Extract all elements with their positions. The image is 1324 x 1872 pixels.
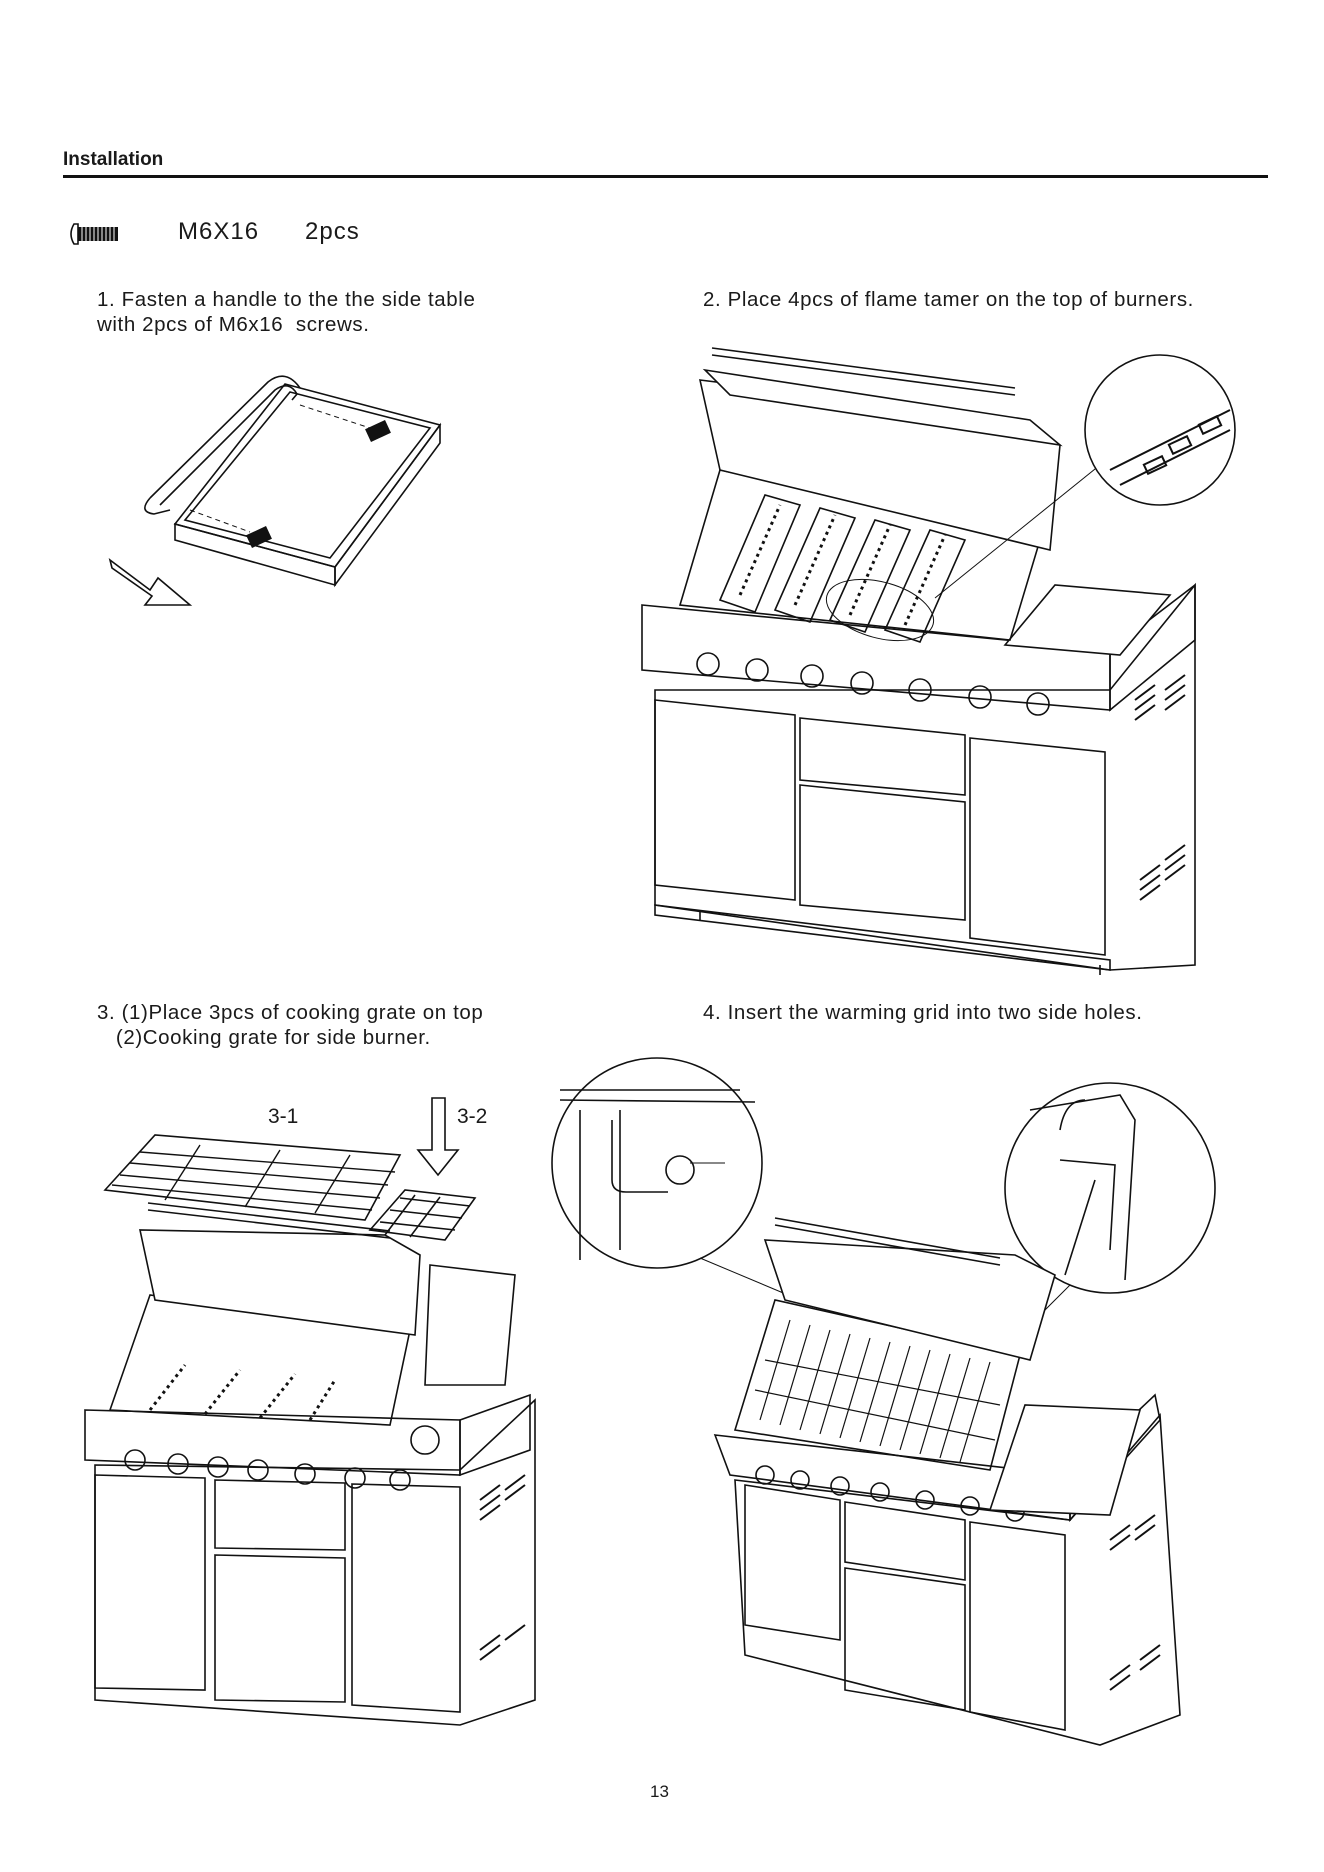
step-1-line-2: with 2pcs of M6x16 screws. [97, 312, 370, 337]
screw-icon [71, 224, 118, 244]
step-4-line-1: 4. Insert the warming grid into two side… [703, 1000, 1143, 1025]
step-3-line-1: 3. (1)Place 3pcs of cooking grate on top [97, 1000, 483, 1025]
hardware-spec: M6X16 [178, 218, 259, 246]
label-grate-main: 3-1 [268, 1105, 298, 1129]
label-grate-side: 3-2 [457, 1105, 487, 1129]
page-number: 13 [650, 1782, 669, 1802]
hardware-quantity: 2pcs [305, 218, 360, 246]
side-table-handle-diagram [110, 376, 440, 605]
grill-warming-grid-diagram [552, 1058, 1215, 1745]
step-2-line-1: 2. Place 4pcs of flame tamer on the top … [703, 287, 1194, 312]
step-3-line-2: (2)Cooking grate for side burner. [97, 1025, 431, 1050]
grill-flame-tamer-diagram [642, 348, 1235, 975]
step-1-line-1: 1. Fasten a handle to the the side table [97, 287, 475, 312]
grill-cooking-grate-diagram [85, 1098, 535, 1725]
